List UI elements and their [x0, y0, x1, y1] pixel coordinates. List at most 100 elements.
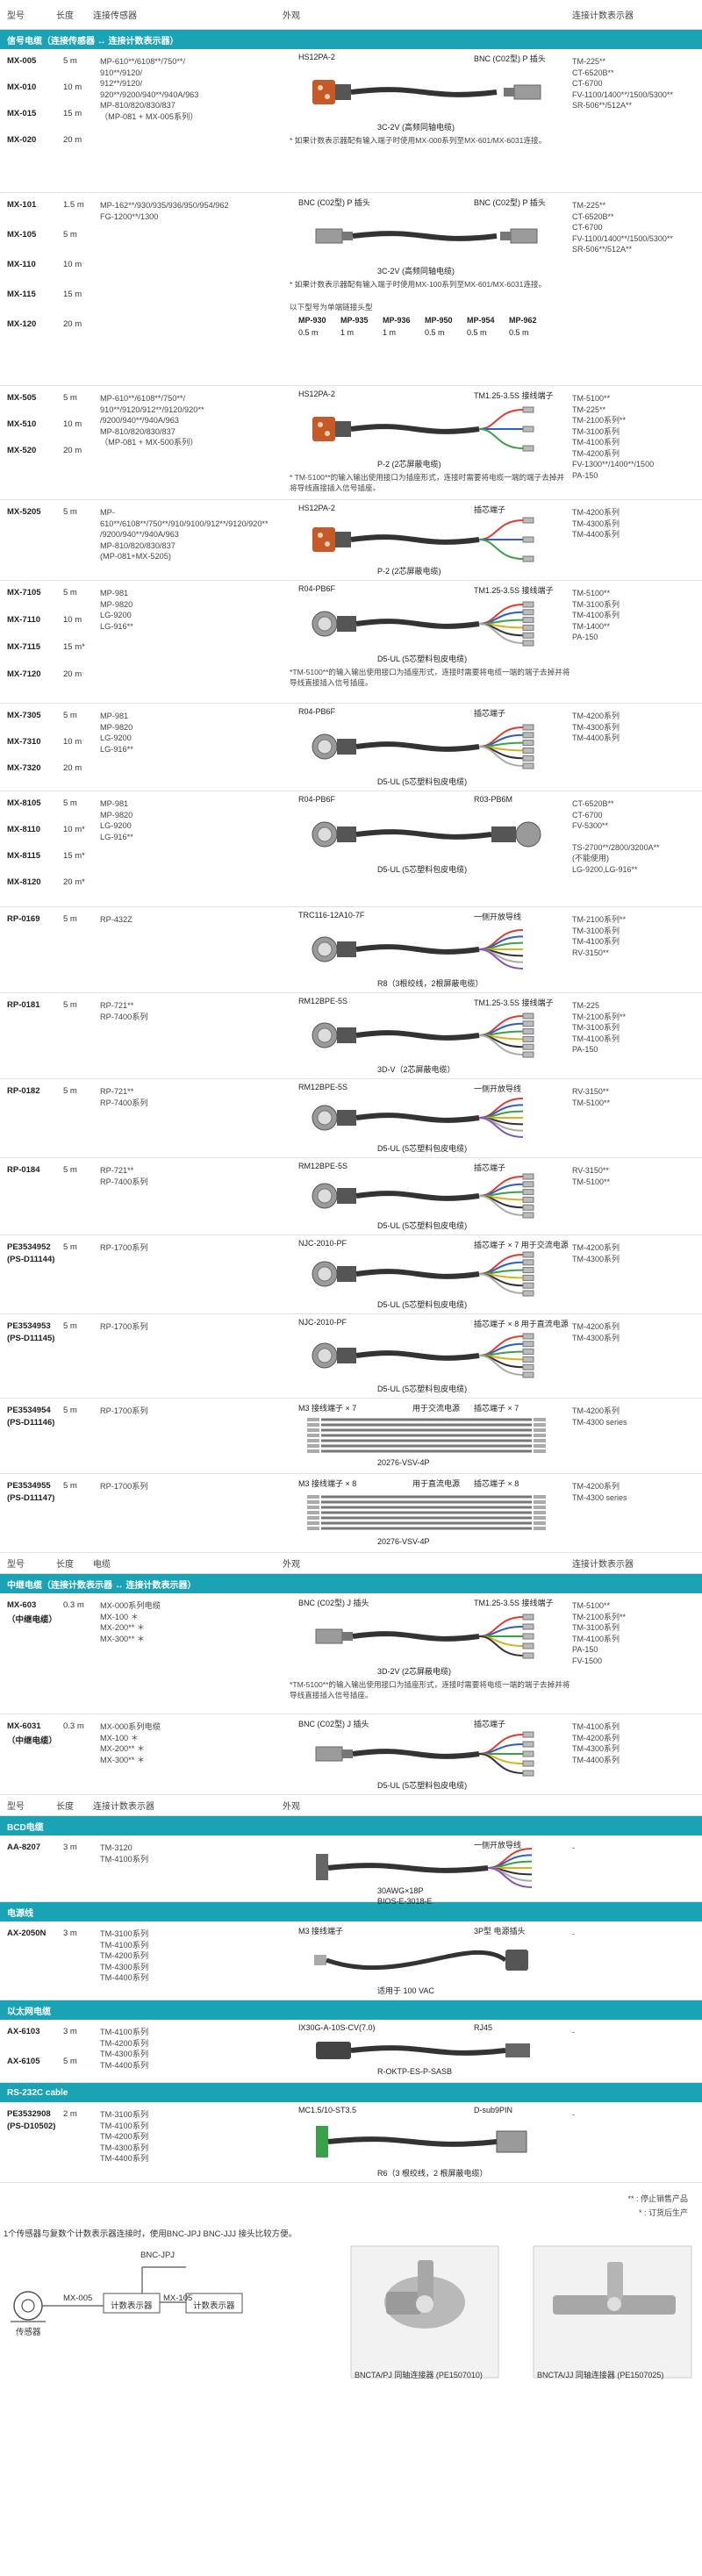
part-number: MX-510: [7, 419, 37, 429]
cable-figure: [312, 1333, 534, 1378]
footnote: * 如果计数表示器配有输入端子时使用MX-000系列至MX-601/MX-603…: [290, 136, 547, 145]
mini-table-value: 0.5 m: [298, 328, 319, 337]
source-item: MP-610**/6108**/750**/: [100, 394, 186, 403]
source-item: TM-4200系列: [100, 2132, 149, 2141]
source-list: RP-432Z: [100, 914, 281, 926]
footnote: * TM-5100**的输入输出使用接口为插座形式，连接时需要将电缆一端的端子去…: [290, 473, 565, 492]
destination-list: -: [572, 1928, 702, 1940]
destination-item: TM-1400**: [572, 621, 611, 631]
cable-length: 15 m*: [63, 851, 85, 861]
destination-item: RV-3150**: [572, 1166, 609, 1175]
jpj-label: BNC-JPJ: [140, 2250, 176, 2260]
cable-length: 20 m*: [63, 877, 85, 887]
destination-item: TM-4100系列: [572, 611, 620, 619]
source-item: MP-162**/930/935/936/950/954/962: [100, 201, 229, 210]
part-number: MX-005: [7, 56, 37, 66]
part-number: AX-6103: [7, 2027, 40, 2036]
cable-type-label: R6（3 根绞线，2 根屏蔽电缆）: [377, 2169, 488, 2178]
destination-item: TM-3100系列: [572, 926, 620, 935]
destination-item: TM-5100**: [572, 394, 611, 403]
destination-item: CT-6520B**: [572, 211, 614, 221]
right-connector-label: 插芯端子 × 7 用于交流电源: [474, 1241, 569, 1249]
right-connector-label: TM1.25-3.5S 接线端子: [474, 1599, 554, 1607]
counter-box-1: [103, 2293, 161, 2314]
cable-length: 3 m: [63, 1928, 77, 1938]
cable-illustration: [312, 1251, 534, 1297]
destination-item: TM-4300系列: [572, 1254, 620, 1263]
legend-discontinued: ** : 停止销售产品: [627, 2194, 688, 2203]
cable-length: 5 m: [63, 914, 77, 924]
cable-illustration: [316, 1848, 533, 1888]
col-length: 长度: [56, 1802, 74, 1812]
cable-type-label: 20276-VSV-4P: [377, 1537, 430, 1546]
source-item: LG-9200: [100, 733, 132, 742]
destination-item: TS-2700**/2800/3200A**: [572, 842, 660, 852]
col-length: 长度: [56, 11, 74, 21]
cable-figure: [312, 821, 541, 848]
photo-1: [350, 2245, 499, 2379]
source-item: RP-1700系列: [100, 1243, 148, 1252]
source-item: TM-4400系列: [100, 2060, 149, 2070]
source-item: TM-3100系列: [100, 1929, 149, 1938]
destination-item: TM-4300系列: [572, 1744, 620, 1753]
left-connector-label: R04-PB6F: [298, 795, 336, 804]
source-item: RP-7400系列: [100, 1012, 148, 1021]
section-power: 电源线: [0, 1902, 702, 1921]
source-item: TM-4100系列: [100, 2121, 149, 2130]
destination-item: -: [572, 2110, 575, 2119]
cable-figure: [312, 80, 541, 104]
cable-figure: [307, 1418, 546, 1453]
right-connector-label: BNC (C02型) P 插头: [474, 198, 546, 207]
left-connector-label: NJC-2010-PF: [298, 1239, 347, 1248]
part-number: MX-7110: [7, 615, 41, 625]
counter-label-1: 计数表示器: [111, 2301, 153, 2311]
cable-type-label: R8（3根绞线，2根屏蔽电缆）: [377, 979, 484, 988]
cable-length: 10 m: [63, 419, 82, 429]
source-list: MP-610**/6108**/750**/910**/9120/912**/9…: [100, 393, 281, 448]
destination-item: FV-5300**: [572, 821, 609, 830]
cable-illustration: [315, 228, 538, 244]
legend: ** : 停止销售产品 * : 订货后生产: [627, 2192, 688, 2220]
cable-length: 20 m: [63, 319, 82, 329]
cable-figure: [316, 2042, 530, 2059]
source-item: /9200/940**/940A/963: [100, 530, 179, 539]
cable-length: 10 m: [63, 737, 82, 747]
destination-item: TM-4100系列: [572, 937, 620, 946]
destination-item: FV-1300**/1400**/1500: [572, 460, 655, 469]
photo-2: [533, 2245, 692, 2379]
cable-figure: [312, 1098, 524, 1138]
source-item: LG-916**: [100, 621, 133, 631]
cable-illustration: [307, 1418, 546, 1453]
cable-type-label: 30AWG×18P: [377, 1886, 424, 1895]
destination-item: TM-4400系列: [572, 733, 620, 742]
destination-item: RV-3150**: [572, 1087, 609, 1096]
left-connector-label: TRC116-12A10-7F: [298, 911, 365, 919]
cable-figure: [307, 1495, 546, 1530]
cable-length: 15 m: [63, 109, 82, 118]
right-connector-label: 一侧开放导线: [474, 1841, 522, 1850]
left-connector-label: M3 接线端子 × 8: [298, 1479, 357, 1488]
right-connector-label: 插芯端子 × 7: [474, 1404, 519, 1413]
destination-item: TM-4200系列: [572, 508, 620, 517]
mini-table-head: MP-950: [425, 316, 453, 325]
cable-figure: [312, 929, 524, 970]
cable-figure: [312, 406, 534, 452]
left-connector-label: RM12BPE-5S: [298, 1083, 348, 1091]
part-number: AX-2050N: [7, 1928, 47, 1938]
cable-length: 0.3 m: [63, 1600, 84, 1610]
source-item: MP-981: [100, 799, 129, 808]
